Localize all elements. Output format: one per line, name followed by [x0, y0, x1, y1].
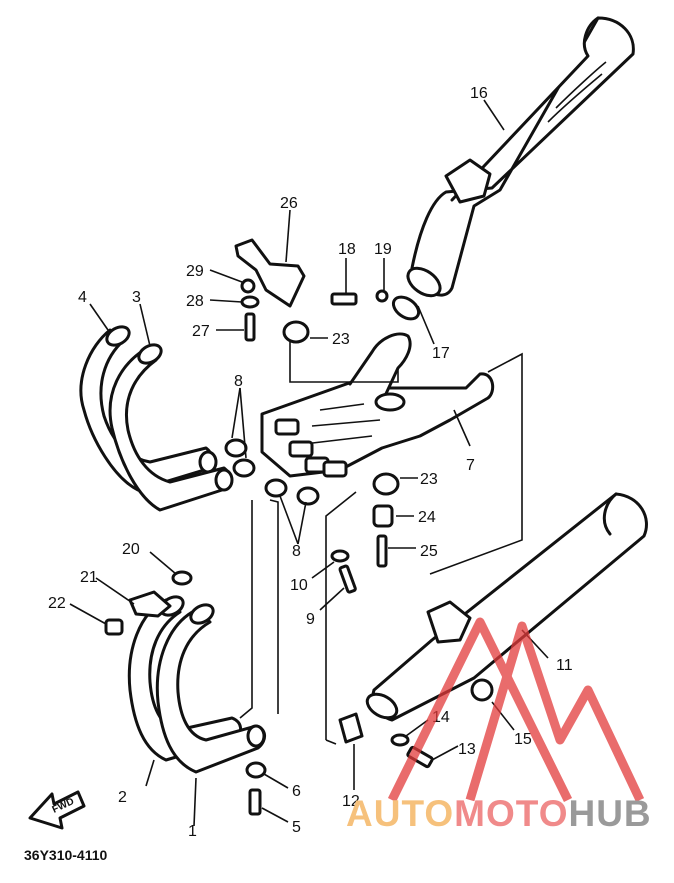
label-22: 22	[48, 595, 66, 612]
label-7: 7	[466, 457, 475, 474]
watermark-part3: HUB	[568, 793, 652, 834]
label-13: 13	[458, 741, 476, 758]
label-27: 27	[192, 323, 210, 340]
label-23-lower: 23	[420, 471, 438, 488]
label-21: 21	[80, 569, 98, 586]
label-6: 6	[292, 783, 301, 800]
label-29: 29	[186, 263, 204, 280]
label-1: 1	[188, 823, 197, 840]
watermark-part2: MOTO	[454, 793, 569, 834]
label-3: 3	[132, 289, 141, 306]
label-20: 20	[122, 541, 140, 558]
label-25: 25	[420, 543, 438, 560]
watermark-triangle-icon	[387, 617, 645, 802]
muffler-upper	[406, 16, 635, 298]
label-10: 10	[290, 577, 308, 594]
exhaust-pipe-1	[155, 603, 266, 774]
label-5: 5	[292, 819, 301, 836]
part-code: 36Y310-4110	[24, 847, 108, 863]
label-23-upper: 23	[332, 331, 350, 348]
small-parts	[104, 278, 494, 816]
fwd-arrow-icon: FWD	[28, 790, 86, 830]
label-2: 2	[118, 789, 127, 806]
label-19: 19	[374, 241, 392, 258]
exhaust-pipe-3	[108, 343, 234, 512]
reference-lines	[239, 342, 523, 745]
watermark-wordmark: AUTOMOTOHUB	[346, 793, 652, 835]
muffler-lower	[365, 492, 648, 722]
label-28: 28	[186, 293, 204, 310]
label-8-lower: 8	[292, 543, 301, 560]
watermark-part1: AUTO	[346, 793, 455, 834]
label-12: 12	[342, 793, 360, 810]
label-24: 24	[418, 509, 436, 526]
label-4: 4	[78, 289, 87, 306]
label-26: 26	[280, 195, 298, 212]
label-17: 17	[432, 345, 450, 362]
callout-labels: 16 26 18 19 29 28 27 23 17 4 3 8 7 23 24…	[24, 85, 573, 863]
leader-lines	[69, 99, 549, 827]
label-16: 16	[470, 85, 488, 102]
bracket-26	[234, 238, 306, 308]
label-15: 15	[514, 731, 532, 748]
label-11: 11	[556, 657, 573, 674]
label-9: 9	[306, 611, 315, 628]
collector-pipe	[260, 332, 495, 478]
label-8-upper: 8	[234, 373, 243, 390]
label-18: 18	[338, 241, 356, 258]
